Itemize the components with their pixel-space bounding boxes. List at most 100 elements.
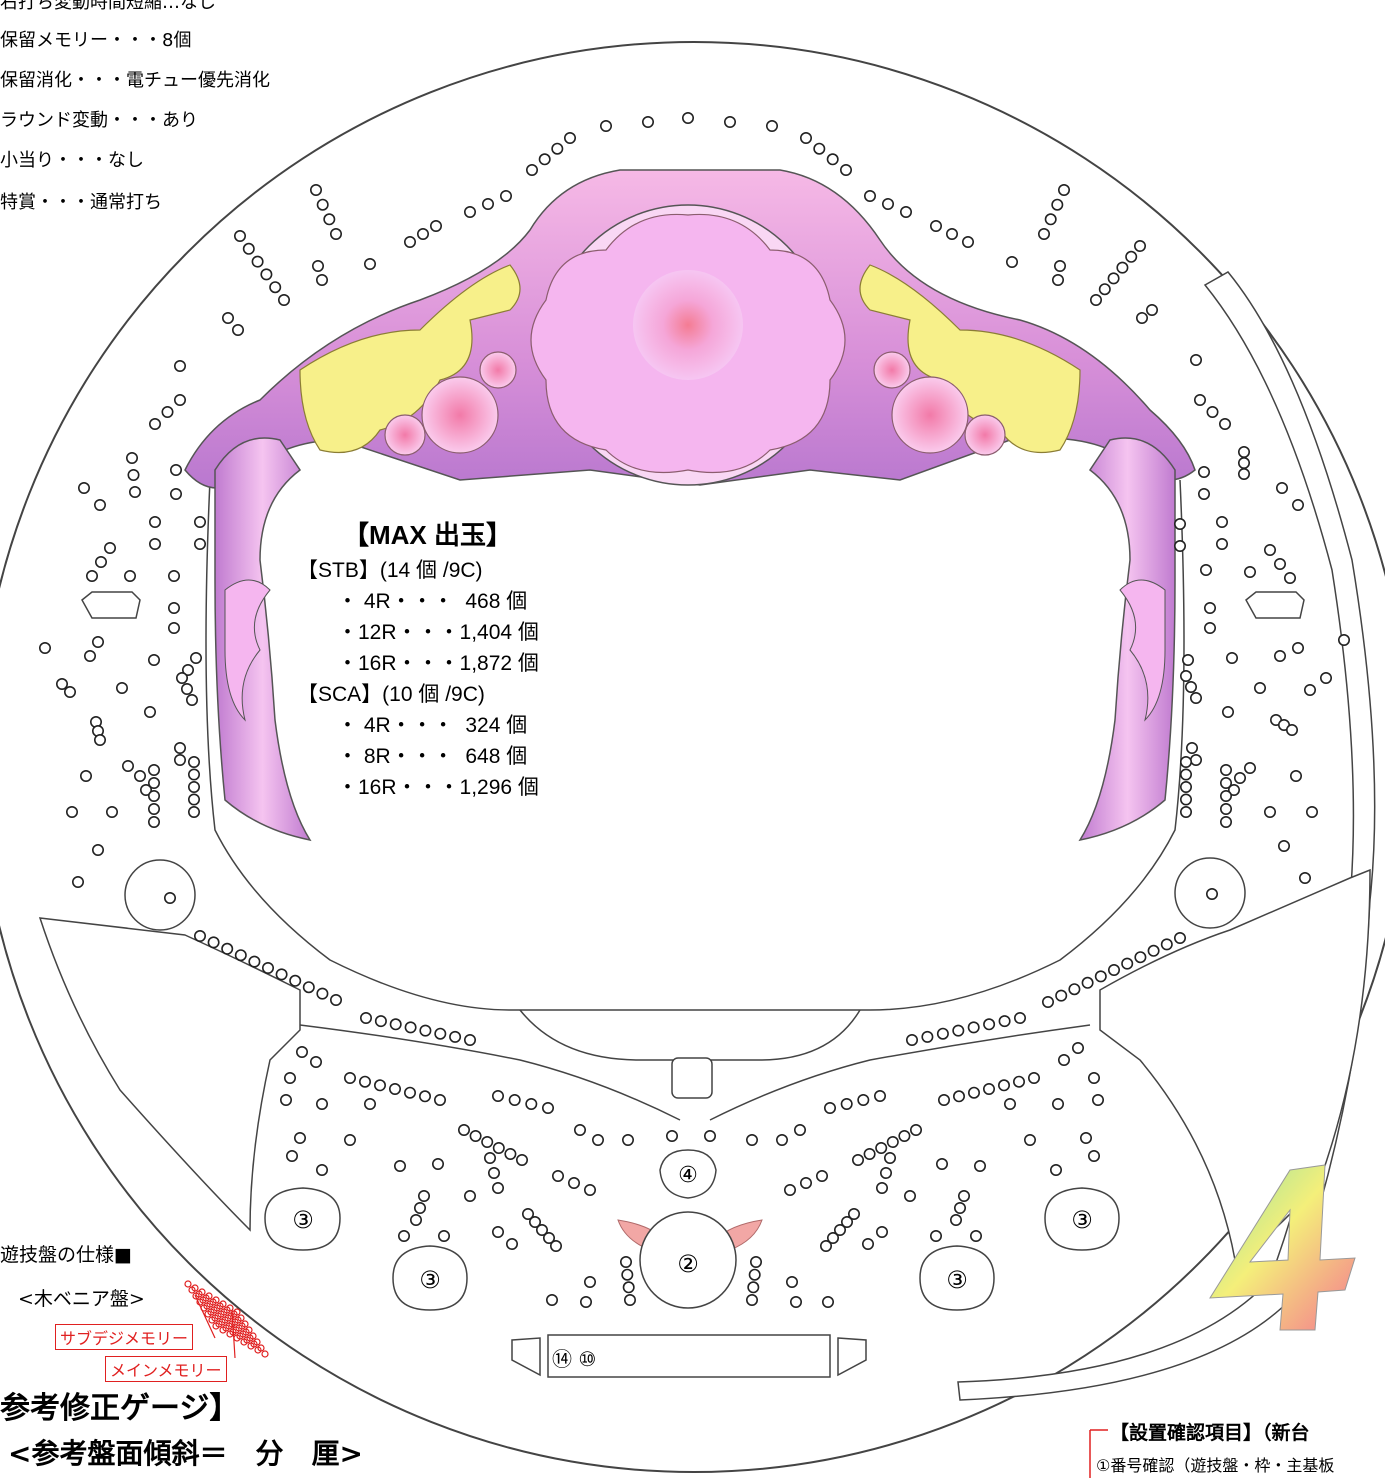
nail-pin — [1121, 957, 1134, 970]
nail-pin — [1125, 250, 1138, 263]
nail-pin — [621, 1268, 634, 1281]
nail-pin — [499, 190, 512, 203]
right-bumper — [1245, 591, 1305, 619]
nail-pin — [275, 968, 288, 981]
start-pocket — [639, 1211, 737, 1309]
nail-pin — [703, 1130, 716, 1143]
attacker-left-guard — [511, 1337, 541, 1377]
nail-pin — [389, 1018, 402, 1031]
nail-pin — [174, 753, 187, 766]
nail-pin — [1204, 601, 1217, 614]
nail-pin — [463, 206, 476, 219]
nail-pin — [1238, 456, 1251, 469]
sakura-arch-decoration — [184, 169, 1196, 489]
upper-pocket-label: ④ — [678, 1163, 698, 1188]
nail-pin — [161, 405, 174, 418]
gauge-title: 参考修正ゲージ】 — [0, 1391, 240, 1426]
side-pocket-label-1: ③ — [292, 1206, 314, 1234]
nail-pin — [528, 1216, 541, 1229]
nail-pin — [1038, 228, 1051, 241]
nail-pin — [311, 259, 324, 272]
top-center-part — [671, 1057, 713, 1099]
nail-pin — [1134, 240, 1147, 253]
nail-pin — [1228, 783, 1241, 796]
nail-pin — [491, 1090, 504, 1103]
nail-pin — [945, 228, 958, 241]
nail-pin — [491, 1226, 504, 1239]
nail-pin — [935, 1158, 948, 1171]
spec-line-5: 特賞・・・通常打ち — [0, 192, 162, 213]
nail-pin — [248, 955, 261, 968]
nail-pin — [1068, 983, 1081, 996]
nail-pin — [1278, 839, 1291, 852]
nail-pin — [1219, 417, 1232, 430]
nail-pin — [1206, 405, 1219, 418]
nail-pin — [538, 153, 551, 166]
nail-pin — [1108, 963, 1121, 976]
nail-pin — [1116, 261, 1129, 274]
side-pocket-label-4: ③ — [1071, 1206, 1093, 1234]
nail-pin — [429, 220, 442, 233]
nail-pin — [1072, 1042, 1085, 1055]
nail-pin — [127, 468, 140, 481]
spec-line-0: 右打ち変動時間短縮…なし — [0, 0, 216, 13]
nail-pin — [1174, 931, 1187, 944]
nail-pin — [875, 1226, 888, 1239]
nail-pin — [1306, 805, 1319, 818]
side-pocket-label-3: ③ — [946, 1266, 968, 1294]
nail-pin — [1107, 272, 1120, 285]
nail-pin — [487, 1167, 500, 1180]
nail-pin — [168, 621, 181, 634]
upper-pocket-outline — [659, 1149, 717, 1199]
nail-pin — [623, 1294, 636, 1307]
nail-pin — [723, 116, 736, 129]
nail-pin — [416, 228, 429, 241]
attacker-box — [547, 1334, 831, 1378]
nail-pin — [949, 1214, 962, 1227]
nail-pin — [748, 1268, 761, 1281]
nail-pin — [469, 1130, 482, 1143]
sub-memory-label: サブデジメモリー — [55, 1324, 194, 1350]
sca-row: ・ 8R・・・ 648 個 — [337, 745, 528, 768]
nail-pin — [1290, 769, 1303, 782]
nail-pin — [174, 393, 187, 406]
nail-pin — [393, 1160, 406, 1173]
spec-line-4: 小当り・・・なし — [0, 150, 144, 171]
nail-pin — [621, 1134, 634, 1147]
nail-pin — [905, 1034, 918, 1047]
nail-pin — [491, 1182, 504, 1195]
left-lower-frame — [38, 917, 301, 1232]
nail-pin — [207, 936, 220, 949]
start-pocket-label: ② — [677, 1250, 699, 1278]
nail-pin — [122, 759, 135, 772]
nail-pin — [1180, 768, 1193, 781]
stb-row: ・ 4R・・・ 468 個 — [337, 590, 528, 613]
nail-pin — [599, 120, 612, 133]
nail-pin — [261, 961, 274, 974]
nail-pin — [463, 1190, 476, 1203]
nail-pin — [1180, 669, 1193, 682]
nail-pin — [329, 993, 342, 1006]
nail-pin — [622, 1281, 635, 1294]
right-lower-frame — [1099, 868, 1371, 1262]
nail-pin — [388, 1083, 401, 1096]
nail-pin — [149, 515, 162, 528]
max-payout-title: 【MAX 出玉】 — [343, 520, 513, 550]
nail-pin — [1206, 887, 1219, 900]
nail-pin — [1092, 1094, 1105, 1107]
nail-pin — [983, 1018, 996, 1031]
nail-pin — [1284, 571, 1297, 584]
nail-pin — [363, 1098, 376, 1111]
nail-pin — [819, 1240, 832, 1253]
nail-pin — [929, 1230, 942, 1243]
nail-pin — [1174, 517, 1187, 530]
nail-pin — [124, 569, 137, 582]
nail-pin — [309, 1056, 322, 1069]
nail-pin — [329, 228, 342, 241]
nail-pin — [1304, 683, 1317, 696]
nail-pin — [144, 705, 157, 718]
nail-pin — [1182, 653, 1195, 666]
stb-header: 【STB】(14 個 /9C) — [297, 559, 483, 582]
nail-pin — [190, 651, 203, 664]
